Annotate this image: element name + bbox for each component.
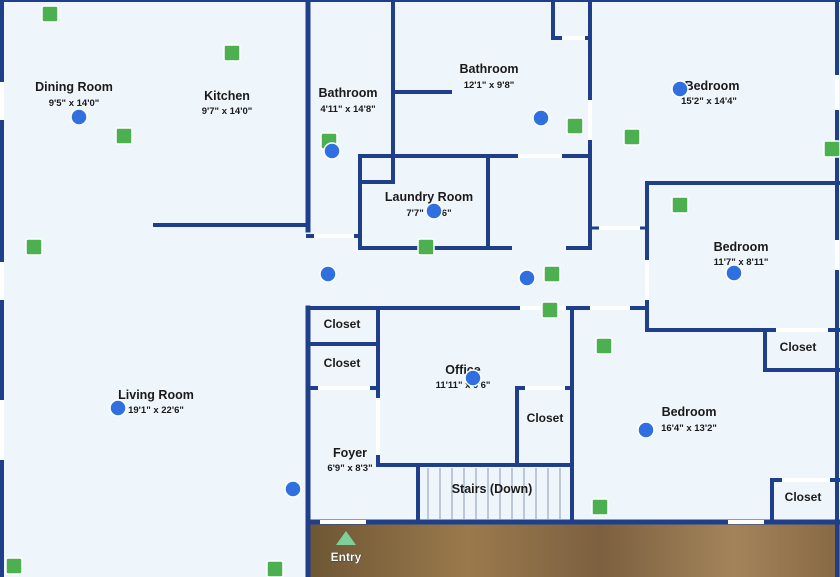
room-name: Bathroom [459, 62, 518, 76]
closet-label: Closet [527, 411, 564, 425]
photo-markers [70, 80, 743, 498]
room-dims: 9'5" x 14'0" [49, 98, 100, 109]
room-name: Bedroom [714, 240, 769, 254]
entry-label: Entry [331, 550, 362, 564]
camera-marker[interactable] [595, 337, 613, 355]
camera-marker[interactable] [223, 44, 241, 62]
closet-label: Closet [780, 340, 817, 354]
closet-label: Closet [324, 317, 361, 331]
closet-label: Closet [785, 490, 822, 504]
room-name: Bathroom [318, 86, 377, 100]
room-dims: 12'1" x 9'8" [464, 80, 515, 91]
room-name: Kitchen [204, 89, 250, 103]
photo-marker[interactable] [425, 202, 443, 220]
room-name: Laundry Room [385, 190, 473, 204]
room-name: Bedroom [662, 405, 717, 419]
room-dims: 11'11" x 9'6" [436, 380, 491, 391]
camera-marker[interactable] [5, 557, 23, 575]
camera-marker[interactable] [623, 128, 641, 146]
camera-marker[interactable] [823, 140, 840, 158]
camera-marker[interactable] [543, 265, 561, 283]
room-dims: 11'7" x 8'11" [714, 257, 769, 268]
camera-marker[interactable] [671, 196, 689, 214]
camera-marker[interactable] [541, 301, 559, 319]
photo-marker[interactable] [671, 80, 689, 98]
photo-marker[interactable] [109, 399, 127, 417]
camera-marker[interactable] [266, 560, 284, 577]
closet-label: Closet [324, 356, 361, 370]
room-name: Foyer [333, 446, 367, 460]
room-dims: 19'1" x 22'6" [128, 405, 184, 416]
camera-marker[interactable] [566, 117, 584, 135]
photo-marker[interactable] [70, 108, 88, 126]
camera-marker[interactable] [591, 498, 609, 516]
camera-marker[interactable] [417, 238, 435, 256]
entry-arrow-icon[interactable] [336, 531, 356, 545]
photo-marker[interactable] [725, 264, 743, 282]
camera-marker[interactable] [25, 238, 43, 256]
photo-marker[interactable] [323, 142, 341, 160]
camera-marker[interactable] [115, 127, 133, 145]
stairs-label: Stairs (Down) [452, 482, 533, 496]
stairs-treads [427, 468, 561, 520]
exterior-ground [309, 523, 840, 577]
room-dims: 9'7" x 14'0" [202, 106, 253, 117]
photo-marker[interactable] [464, 369, 482, 387]
room-dims: 16'4" x 13'2" [661, 423, 717, 434]
room-name: Living Room [118, 388, 194, 402]
camera-markers [5, 5, 840, 577]
room-name: Dining Room [35, 80, 113, 94]
camera-marker[interactable] [41, 5, 59, 23]
photo-marker[interactable] [637, 421, 655, 439]
room-dims: 6'9" x 8'3" [327, 463, 372, 474]
photo-marker[interactable] [284, 480, 302, 498]
room-dims: 15'2" x 14'4" [681, 96, 737, 107]
photo-marker[interactable] [518, 269, 536, 287]
room-dims: 4'11" x 14'8" [320, 104, 375, 115]
photo-marker[interactable] [319, 265, 337, 283]
room-name: Bedroom [685, 79, 740, 93]
photo-marker[interactable] [532, 109, 550, 127]
